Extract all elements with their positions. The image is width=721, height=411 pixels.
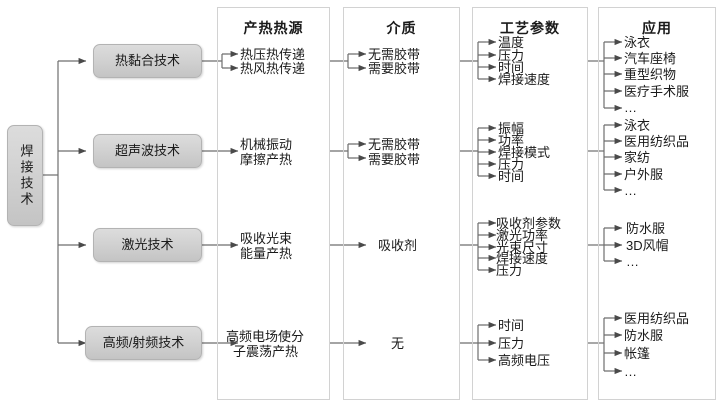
parameter-item[interactable]: 激光功率 (496, 228, 549, 243)
panel-title-applications: 应用 (642, 20, 672, 36)
heat-source-item[interactable]: 摩擦产热 (240, 152, 293, 167)
application-item[interactable]: 3D风帽 (626, 238, 669, 253)
parameter-item[interactable]: 吸收剂参数 (496, 216, 562, 231)
heat-source-item[interactable]: 子震荡产热 (233, 344, 299, 359)
parameter-item[interactable]: 时间 (498, 169, 525, 184)
parameter-item[interactable]: 焊接速度 (496, 251, 549, 266)
parameter-item[interactable]: 压力 (498, 157, 525, 172)
application-item[interactable]: 重型织物 (624, 67, 677, 82)
tech-node-thermal-bonding[interactable]: 热黏合技术 (93, 44, 202, 78)
medium-item[interactable]: 无需胶带 (368, 137, 421, 152)
medium-item[interactable]: 吸收剂 (378, 238, 418, 253)
root-node-welding-technology[interactable]: 焊接技术 (7, 125, 43, 226)
parameter-item[interactable]: 焊接模式 (498, 145, 551, 160)
application-item[interactable]: … (626, 254, 639, 269)
application-item[interactable]: 医疗手术服 (624, 84, 690, 99)
application-item[interactable]: 泳衣 (624, 118, 651, 133)
application-item[interactable]: … (624, 364, 637, 379)
tech-node-high-frequency[interactable]: 高频/射频技术 (85, 326, 202, 360)
parameter-item[interactable]: 振幅 (498, 121, 525, 136)
medium-item[interactable]: 需要胶带 (368, 61, 421, 76)
medium-item[interactable]: 需要胶带 (368, 152, 421, 167)
parameter-item[interactable]: 压力 (498, 48, 525, 63)
parameter-item[interactable]: 功率 (498, 133, 525, 148)
application-item[interactable]: 汽车座椅 (624, 51, 677, 66)
panel-title-heat-source: 产热热源 (243, 20, 304, 36)
application-item[interactable]: … (624, 100, 637, 115)
application-item[interactable]: 医用纺织品 (624, 311, 690, 326)
parameter-item[interactable]: 高频电压 (498, 353, 551, 368)
parameter-item[interactable]: 压力 (496, 263, 523, 278)
panel-process-parameters: 工艺参数 (472, 7, 588, 400)
heat-source-item[interactable]: 吸收光束 (240, 231, 293, 246)
medium-item[interactable]: 无需胶带 (368, 47, 421, 62)
parameter-item[interactable]: 温度 (498, 35, 525, 50)
tech-node-laser[interactable]: 激光技术 (93, 228, 202, 262)
parameter-item[interactable]: 光束尺寸 (496, 240, 549, 255)
panel-heat-source: 产热热源 (217, 7, 330, 400)
application-item[interactable]: 防水服 (624, 328, 664, 343)
parameter-item[interactable]: 时间 (498, 60, 525, 75)
heat-source-item[interactable]: 能量产热 (240, 246, 293, 261)
panel-title-medium: 介质 (386, 20, 417, 36)
application-item[interactable]: 泳衣 (624, 35, 651, 50)
panel-applications: 应用 (598, 7, 716, 400)
application-item[interactable]: 家纺 (624, 150, 651, 165)
parameter-item[interactable]: 时间 (498, 318, 525, 333)
application-item[interactable]: 帐篷 (624, 346, 651, 361)
heat-source-item[interactable]: 机械振动 (240, 137, 293, 152)
parameter-item[interactable]: 焊接速度 (498, 72, 551, 87)
application-item[interactable]: 医用纺织品 (624, 134, 690, 149)
parameter-item[interactable]: 压力 (498, 336, 525, 351)
application-item[interactable]: 防水服 (626, 221, 666, 236)
heat-source-item[interactable]: 高频电场使分 (226, 329, 305, 344)
application-item[interactable]: … (624, 183, 637, 198)
heat-source-item[interactable]: 热压热传递 (240, 47, 306, 62)
medium-item[interactable]: 无 (391, 336, 405, 351)
application-item[interactable]: 户外服 (624, 167, 664, 182)
tech-node-ultrasonic[interactable]: 超声波技术 (93, 134, 202, 168)
panel-title-process-parameters: 工艺参数 (500, 20, 560, 36)
heat-source-item[interactable]: 热风热传递 (240, 61, 306, 76)
panel-medium: 介质 (343, 7, 460, 400)
